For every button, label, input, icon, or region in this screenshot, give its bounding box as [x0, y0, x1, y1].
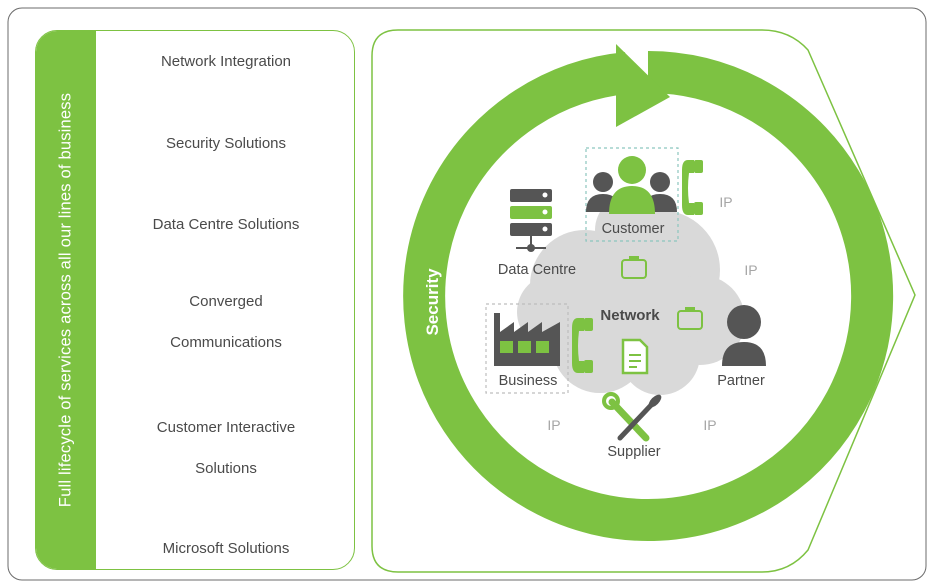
tools-icon [602, 392, 662, 442]
partner-icon [722, 305, 766, 366]
customer-group-icon [586, 156, 677, 214]
services-panel: Full lifecycle of services across all ou… [35, 30, 355, 570]
ip-label: IP [744, 262, 757, 278]
service-line: Converged [189, 293, 263, 310]
phone-icon [572, 318, 593, 373]
service-data-centre-solutions: Data Centre Solutions [152, 216, 300, 233]
service-microsoft-solutions: Microsoft Solutions [162, 540, 290, 557]
service-line: Customer Interactive [156, 419, 296, 436]
server-icon [510, 189, 552, 252]
ip-label: IP [719, 194, 732, 210]
service-customer-interactive-solutions: Customer Interactive Solutions [96, 407, 354, 489]
clipboard-icon [677, 307, 703, 330]
clipboard-icon [621, 256, 647, 279]
phone-icon [682, 160, 703, 215]
service-security-solutions: Security Solutions [165, 135, 287, 152]
diagram-panel-outline [371, 29, 916, 573]
business-highlight-box [485, 303, 569, 394]
business-label: Business [499, 373, 558, 389]
customer-label: Customer [602, 221, 665, 237]
service-converged-communications: Converged Communications [96, 281, 354, 363]
ip-label: IP [547, 417, 560, 433]
ip-label: IP [703, 417, 716, 433]
network-cloud [517, 195, 745, 395]
security-label-left: Security [423, 268, 442, 336]
ring-arrowhead [616, 44, 670, 127]
customer-highlight-box [585, 147, 679, 242]
service-line: Communications [170, 334, 282, 351]
partner-label: Partner [717, 373, 765, 389]
lifecycle-bar: Full lifecycle of services across all ou… [36, 31, 96, 569]
data-centre-label: Data Centre [498, 262, 576, 278]
security-label-right: Security [818, 268, 837, 336]
factory-icon [494, 313, 560, 366]
service-line: Solutions [195, 460, 257, 477]
security-ring [403, 51, 894, 541]
service-network-integration: Network Integration [160, 53, 292, 70]
document-icon [621, 338, 649, 375]
supplier-label: Supplier [607, 444, 660, 460]
network-label: Network [600, 307, 660, 324]
